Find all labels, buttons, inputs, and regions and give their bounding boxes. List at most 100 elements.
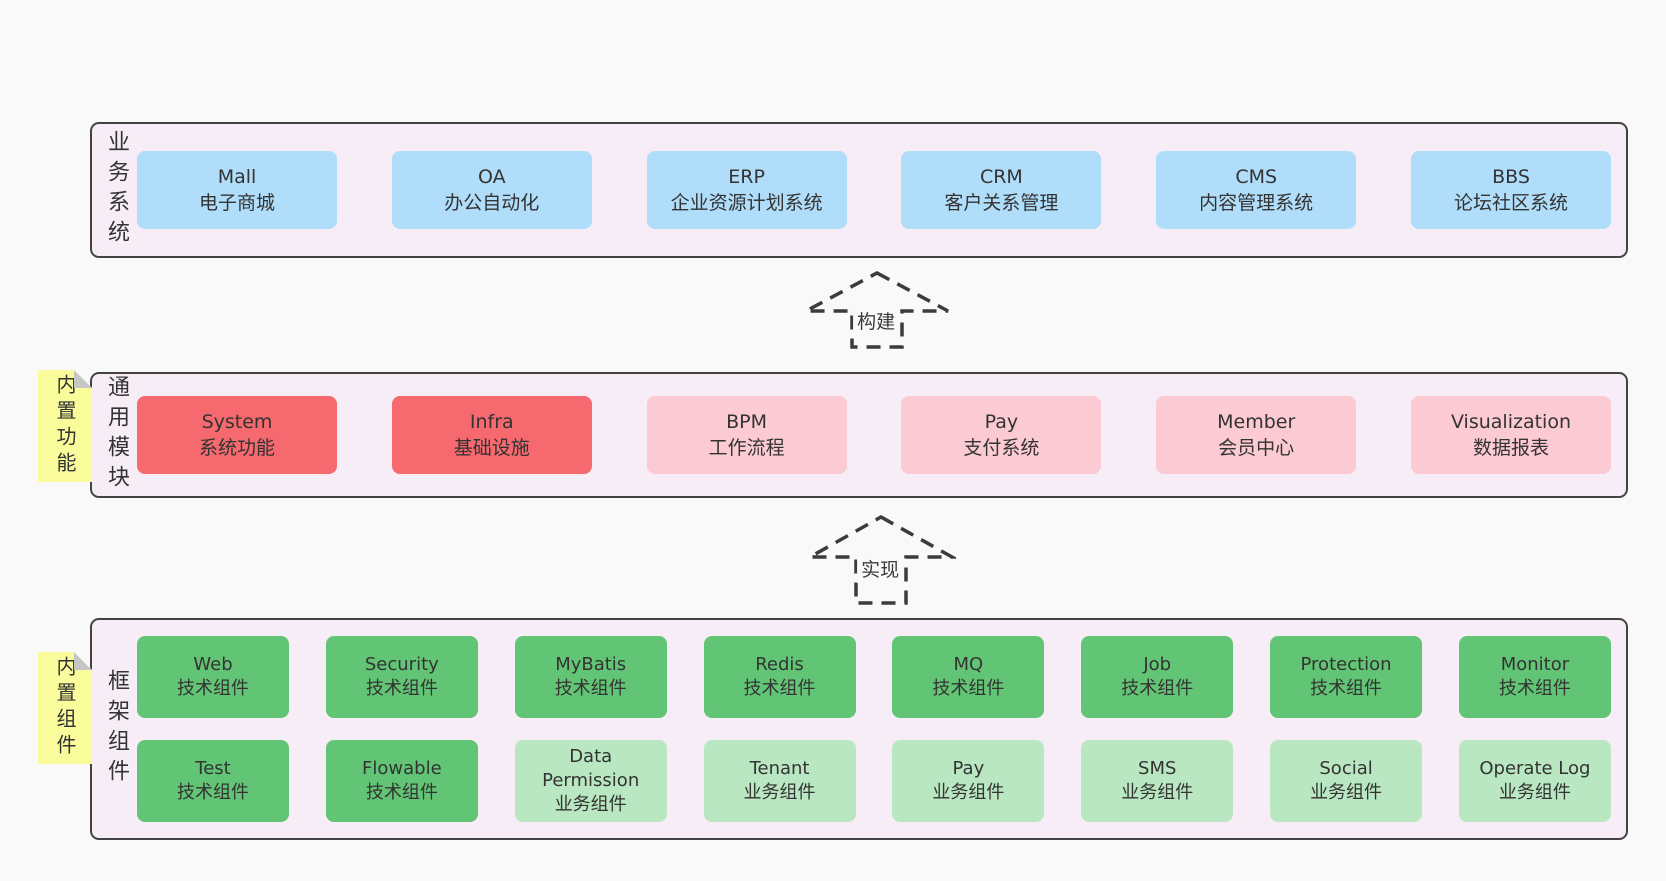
box-title: MyBatis [555, 654, 627, 675]
box-title: Flowable [362, 758, 442, 779]
build-arrow: 构建 [802, 270, 952, 350]
box-subtitle: 技术组件 [177, 782, 249, 803]
up-arrow-icon [805, 271, 949, 349]
component-box-redis: Redis 技术组件 [703, 636, 856, 718]
sticky-note-built-in-features: 内置功能 [38, 370, 92, 482]
component-box-operate-log: Operate Log 业务组件 [1458, 740, 1611, 822]
box-subtitle: 论坛社区系统 [1453, 192, 1568, 214]
box-title: Pay [984, 411, 1019, 433]
box-title: System [201, 411, 273, 433]
sticky-note-built-in-components: 内置组件 [38, 652, 92, 764]
module-box-infra: Infra 基础设施 [391, 396, 592, 474]
component-box-pay: Pay 业务组件 [892, 740, 1045, 822]
layer-modules-label: 通用模块 [104, 375, 129, 495]
module-box-system: System 系统功能 [137, 396, 337, 474]
component-box-mybatis: MyBatis 技术组件 [514, 636, 667, 718]
sticky-note-text: 内置组件 [53, 656, 77, 760]
component-box-sms: SMS 业务组件 [1081, 740, 1234, 822]
box-subtitle: 数据报表 [1472, 437, 1549, 459]
box-title: Redis [755, 654, 804, 675]
box-title: Tenant [749, 758, 810, 779]
box-title: CMS [1235, 166, 1278, 188]
business-box-oa: OA 办公自动化 [391, 151, 592, 229]
module-box-pay: Pay 支付系统 [901, 396, 1102, 474]
box-subtitle: 内容管理系统 [1199, 192, 1314, 214]
box-title: Job [1143, 654, 1172, 675]
component-box-security: Security 技术组件 [325, 636, 478, 718]
box-title: Web [193, 654, 233, 675]
layer-business-label: 业务系统 [104, 130, 129, 250]
box-subtitle: 业务组件 [554, 794, 627, 815]
component-box-social: Social 业务组件 [1270, 740, 1423, 822]
business-box-bbs: BBS 论坛社区系统 [1410, 151, 1611, 229]
box-title: Security [364, 654, 439, 675]
box-subtitle: 业务组件 [932, 782, 1005, 803]
box-title: Protection [1300, 654, 1392, 675]
box-subtitle: 技术组件 [1121, 678, 1194, 699]
box-title: OA [477, 166, 506, 188]
component-box-job: Job 技术组件 [1081, 636, 1234, 718]
box-subtitle: 系统功能 [198, 437, 275, 459]
box-title: Operate Log [1479, 758, 1591, 779]
component-box-mq: MQ 技术组件 [892, 636, 1045, 718]
component-box-tenant: Tenant 业务组件 [703, 740, 856, 822]
box-subtitle: 业务组件 [743, 782, 816, 803]
box-title: Monitor [1500, 654, 1570, 675]
box-title: ERP [728, 166, 765, 188]
box-subtitle: 技术组件 [365, 678, 438, 699]
box-title: Social [1319, 758, 1373, 779]
box-title: CRM [979, 166, 1023, 188]
implement-arrow: 实现 [806, 514, 956, 606]
component-box-data-permission: Data Permission 业务组件 [514, 740, 667, 822]
box-title: Pay [952, 758, 985, 779]
component-box-test: Test 技术组件 [137, 740, 289, 822]
component-box-flowable: Flowable 技术组件 [325, 740, 478, 822]
box-title: BPM [726, 411, 768, 433]
box-subtitle: 支付系统 [963, 437, 1040, 459]
layer-common-modules: 通用模块 System 系统功能 Infra 基础设施 BPM 工作流程 Pay 支付系统 Me… [90, 372, 1628, 498]
box-title: Mall [217, 166, 257, 188]
module-box-bpm: BPM 工作流程 [646, 396, 847, 474]
box-title: Test [195, 758, 231, 779]
box-subtitle: 基础设施 [453, 437, 530, 459]
box-title: Data Permission [542, 746, 640, 791]
box-subtitle: 电子商城 [198, 192, 275, 214]
box-title: Visualization [1450, 411, 1571, 433]
module-box-visualization: Visualization 数据报表 [1410, 396, 1611, 474]
layer-components-label: 框架组件 [104, 669, 129, 789]
box-subtitle: 办公自动化 [444, 192, 540, 214]
box-title: BBS [1492, 166, 1530, 188]
box-subtitle: 业务组件 [1498, 782, 1571, 803]
box-subtitle: 技术组件 [554, 678, 627, 699]
box-subtitle: 客户关系管理 [944, 192, 1059, 214]
component-box-monitor: Monitor 技术组件 [1458, 636, 1611, 718]
box-title: MQ [953, 654, 984, 675]
box-subtitle: 工作流程 [708, 437, 785, 459]
box-subtitle: 业务组件 [1121, 782, 1194, 803]
business-box-mall: Mall 电子商城 [137, 151, 337, 229]
implement-arrow-label: 实现 [857, 554, 904, 583]
box-subtitle: 技术组件 [932, 678, 1005, 699]
module-items: System 系统功能 Infra 基础设施 BPM 工作流程 Pay 支付系统 Member 会… [127, 396, 1626, 474]
box-subtitle: 技术组件 [1498, 678, 1571, 699]
business-box-cms: CMS 内容管理系统 [1156, 151, 1357, 229]
box-subtitle: 技术组件 [365, 782, 438, 803]
box-subtitle: 业务组件 [1310, 782, 1383, 803]
box-subtitle: 会员中心 [1218, 437, 1295, 459]
box-title: Member [1217, 411, 1296, 433]
business-box-crm: CRM 客户关系管理 [901, 151, 1102, 229]
box-title: Infra [469, 411, 514, 433]
box-title: SMS [1138, 758, 1177, 779]
up-arrow-icon [806, 514, 956, 605]
box-subtitle: 技术组件 [743, 678, 816, 699]
